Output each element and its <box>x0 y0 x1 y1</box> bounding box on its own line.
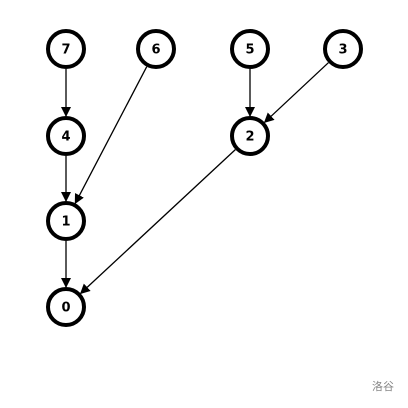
watermark-text: 洛谷 <box>372 380 394 393</box>
node-circle <box>136 29 176 69</box>
node-label: 7 <box>61 43 70 58</box>
node-circle <box>46 29 86 69</box>
node-label: 5 <box>245 43 254 58</box>
node-2: 2 <box>230 116 270 156</box>
node-circle <box>230 29 270 69</box>
node-7: 7 <box>46 29 86 69</box>
node-3: 3 <box>323 29 363 69</box>
nodes-group: 7 6 5 3 4 2 1 0 <box>46 29 363 327</box>
node-5: 5 <box>230 29 270 69</box>
node-0: 0 <box>46 287 86 327</box>
node-label: 6 <box>151 43 160 58</box>
edge-2-to-0 <box>79 149 236 295</box>
edge-3-to-2 <box>263 62 329 124</box>
node-circle <box>46 287 86 327</box>
node-circle <box>46 116 86 156</box>
node-circle <box>323 29 363 69</box>
edge-6-to-1 <box>74 66 148 205</box>
node-circle <box>46 201 86 241</box>
node-1: 1 <box>46 201 86 241</box>
node-label: 0 <box>61 301 70 316</box>
node-circle <box>230 116 270 156</box>
edges-group <box>61 62 329 295</box>
node-label: 1 <box>61 215 70 230</box>
node-label: 2 <box>245 130 254 145</box>
node-4: 4 <box>46 116 86 156</box>
node-label: 3 <box>338 43 347 58</box>
node-6: 6 <box>136 29 176 69</box>
node-label: 4 <box>61 130 70 145</box>
